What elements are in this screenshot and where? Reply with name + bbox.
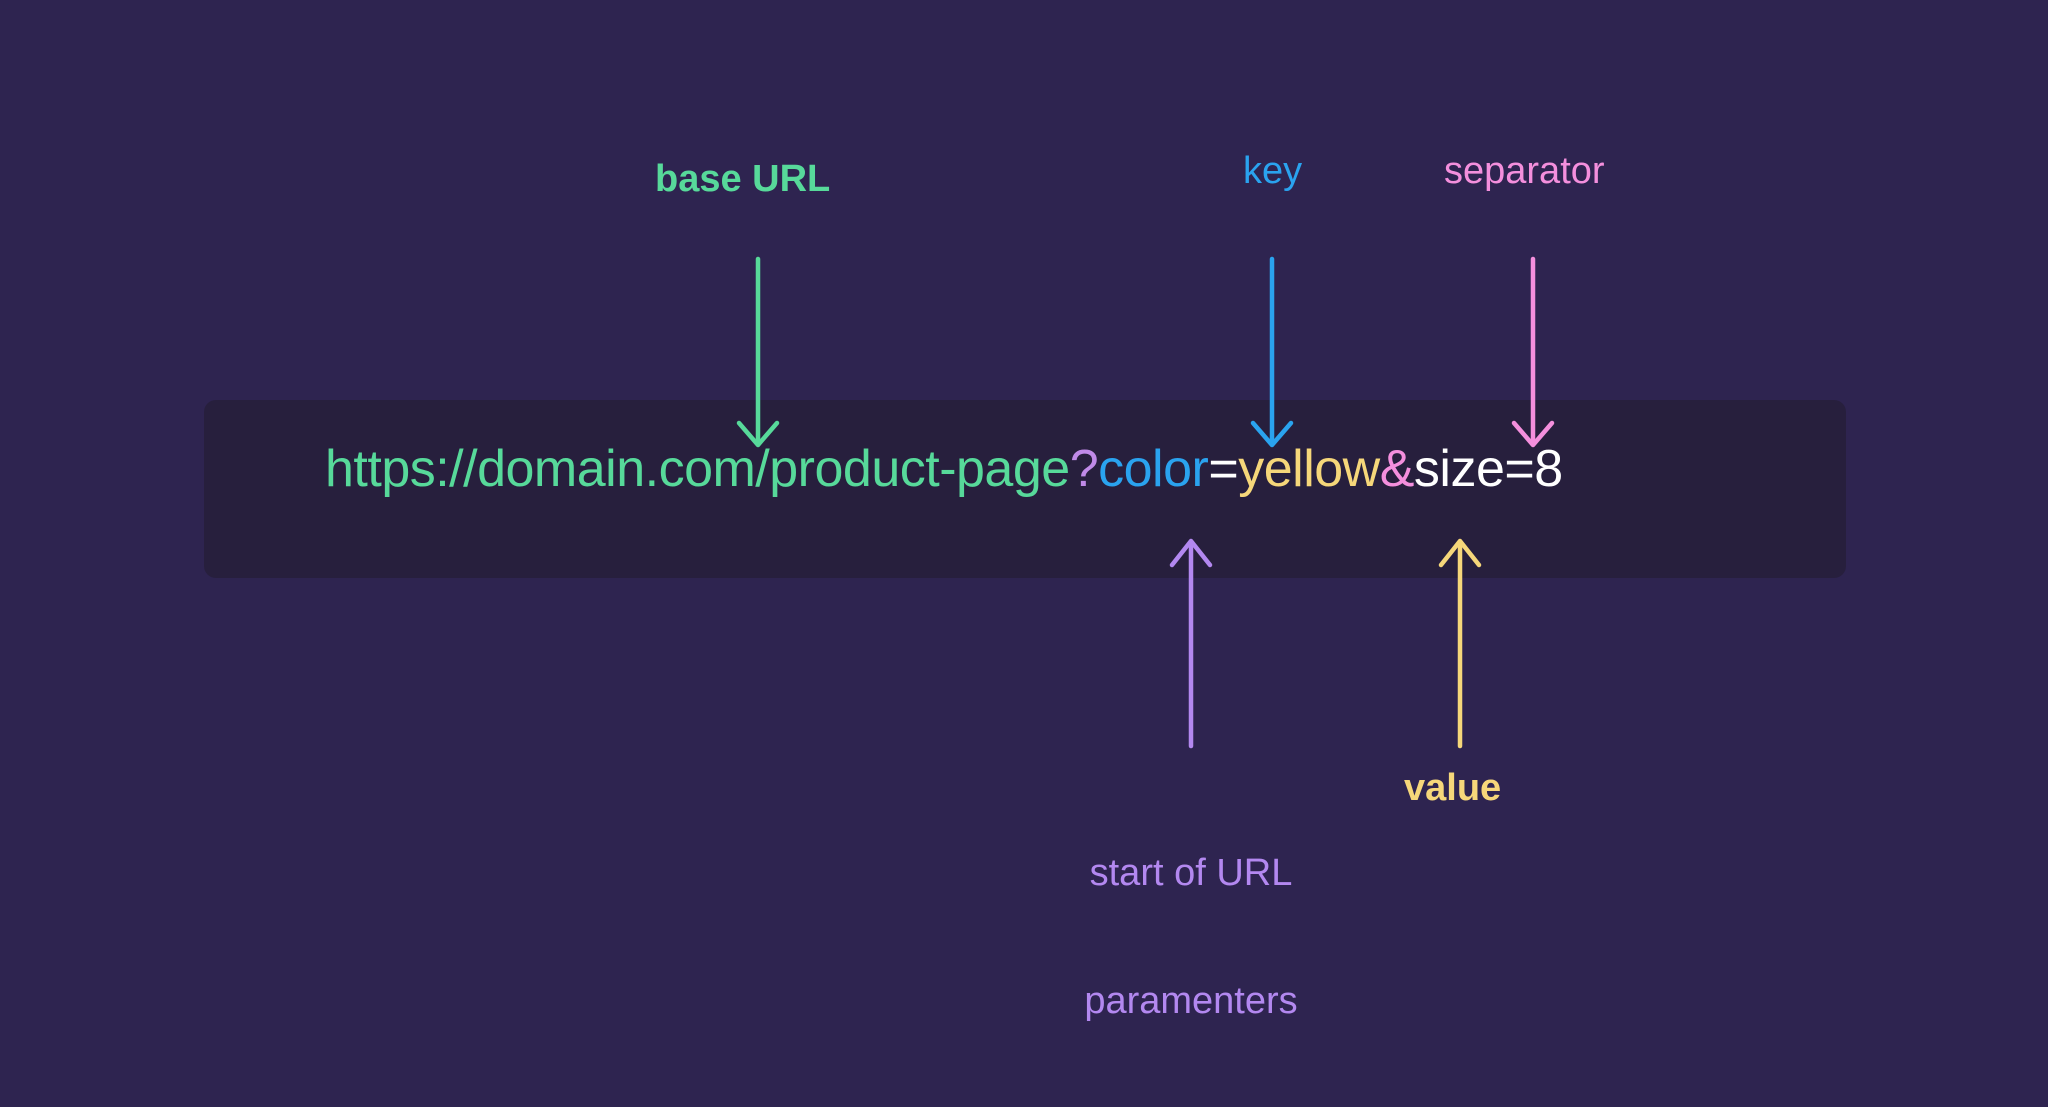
annotation-label-start-of-params-line1: start of URL	[1089, 852, 1293, 895]
url-bar-panel	[204, 400, 1846, 578]
annotation-label-start-of-params-line2: paramenters	[1084, 979, 1298, 1022]
url-segment-param-key: color	[1098, 440, 1209, 498]
arrow-up-value	[1438, 538, 1482, 749]
arrow-up-start-of-params	[1169, 538, 1213, 749]
url-segment-equals-sign: =	[1208, 440, 1239, 498]
annotation-label-base-url: base URL	[655, 158, 831, 200]
annotation-label-separator: separator	[1444, 150, 1605, 192]
url-segment-question-mark: ?	[1069, 440, 1099, 498]
annotation-label-value: value	[1404, 767, 1502, 809]
annotation-label-key: key	[1243, 150, 1303, 192]
diagram-canvas: https://domain.com/product-page?color=ye…	[204, 150, 1846, 1022]
url-segment-base-url: https://domain.com/product-page	[325, 440, 1070, 498]
url-segment-param-value: yellow	[1238, 440, 1380, 498]
arrow-down-key	[1250, 256, 1294, 448]
url-string: https://domain.com/product-page?color=ye…	[325, 443, 1563, 495]
url-segment-ampersand: &	[1379, 440, 1415, 498]
arrow-down-base-url	[736, 256, 780, 448]
arrow-down-separator	[1511, 256, 1555, 448]
url-segment-remaining-params: size=8	[1413, 440, 1563, 498]
annotation-label-start-of-params: start of URL paramenters	[1058, 767, 1324, 1107]
